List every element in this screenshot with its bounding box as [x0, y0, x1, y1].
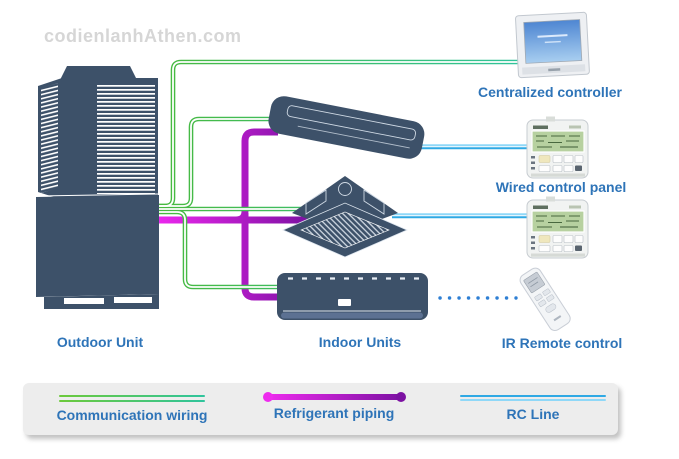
- centralized-controller-label: Centralized controller: [478, 84, 622, 100]
- ir-remote-label: IR Remote control: [501, 335, 623, 351]
- legend-item-refrigerant-piping: Refrigerant piping: [259, 392, 409, 421]
- legend-label: Communication wiring: [56, 406, 208, 423]
- communication-wiring-swatch: [59, 395, 205, 402]
- watermark: codienlanhAthen.com: [44, 26, 242, 46]
- ceiling-suspended-unit-icon: [268, 96, 425, 159]
- outdoor-unit-icon: [36, 66, 159, 309]
- ir-remote-icon: [519, 267, 571, 332]
- legend-label: Refrigerant piping: [273, 405, 395, 421]
- rc-line-swatch: [460, 395, 606, 401]
- cassette-unit-icon: [281, 176, 409, 258]
- wired-control-panel-1-icon: [526, 115, 589, 179]
- legend-item-rc-line: RC Line: [458, 393, 608, 422]
- refrigerant-piping-swatch: [262, 392, 406, 402]
- centralized-controller-icon: [515, 11, 590, 79]
- legend: Communication wiring Refrigerant piping …: [23, 383, 618, 435]
- communication-wiring-lines: [150, 59, 518, 290]
- legend-item-communication-wiring: Communication wiring: [57, 393, 207, 423]
- outdoor-unit-label: Outdoor Unit: [56, 334, 144, 350]
- wired-control-panel-label: Wired control panel: [495, 179, 627, 195]
- wall-unit-icon: [277, 273, 428, 320]
- indoor-units-label: Indoor Units: [318, 334, 402, 350]
- rc-lines: [392, 144, 529, 219]
- legend-label: RC Line: [506, 406, 560, 422]
- wired-control-panel-2-icon: [526, 195, 589, 259]
